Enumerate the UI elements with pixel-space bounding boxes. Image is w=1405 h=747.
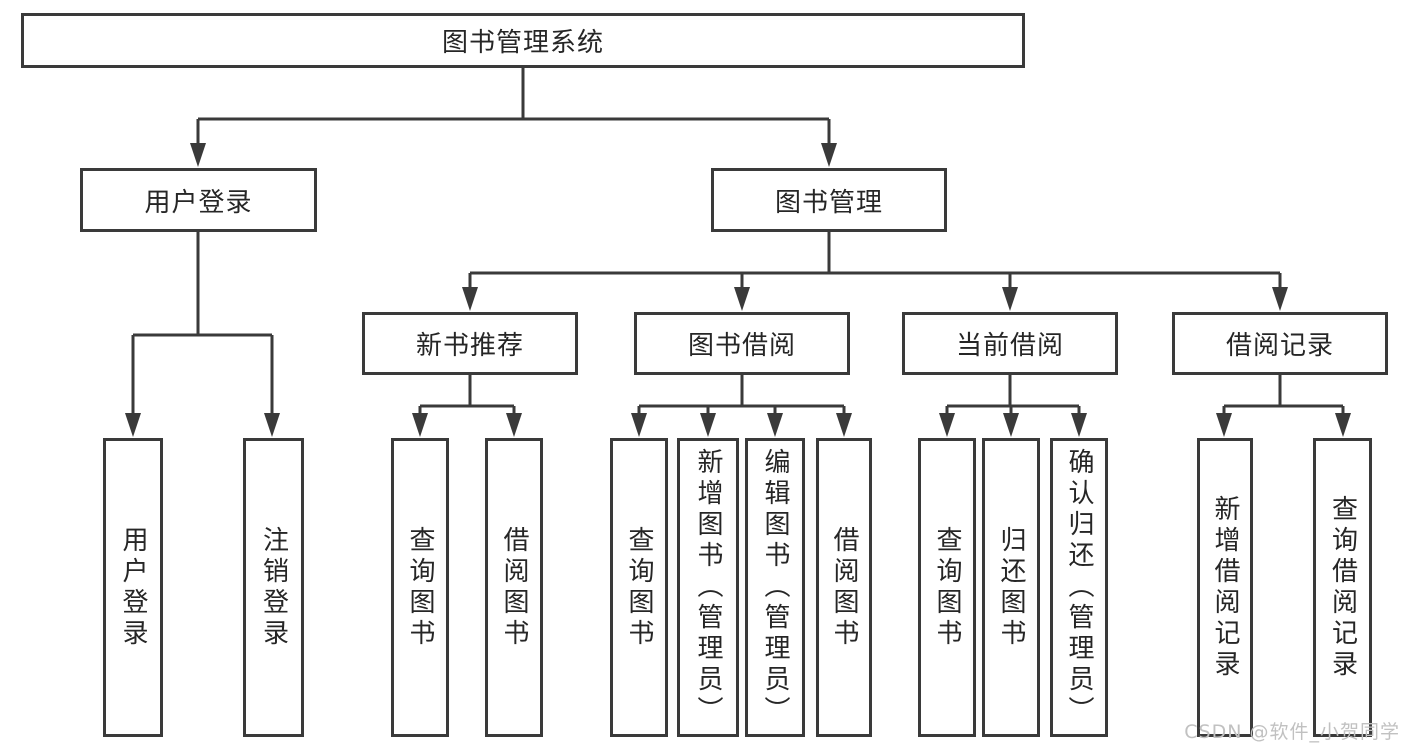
leaf-newbook-query: 查询图书 xyxy=(391,438,449,737)
tree-edges xyxy=(131,68,1345,414)
leaf-current-query: 查询图书 xyxy=(918,438,976,737)
node-book-management: 图书管理 xyxy=(711,168,947,232)
node-root-label: 图书管理系统 xyxy=(441,28,604,58)
leaf-current-confirm: 确认归还（管理员） xyxy=(1050,438,1108,737)
leaf-borrow-add-label: 新增图书（管理员） xyxy=(693,448,723,727)
node-user-login-label: 用户登录 xyxy=(144,187,253,218)
leaf-logout-label: 注销登录 xyxy=(258,525,289,650)
arrowhead-icons xyxy=(125,143,1351,437)
leaf-newbook-borrow: 借阅图书 xyxy=(485,438,543,737)
leaf-current-query-label: 查询图书 xyxy=(932,525,962,650)
node-current-borrow-label: 当前借阅 xyxy=(955,331,1064,361)
leaf-borrow-edit-label: 编辑图书（管理员） xyxy=(760,448,790,727)
leaf-current-confirm-label: 确认归还（管理员） xyxy=(1064,448,1094,727)
leaf-newbook-borrow-label: 借阅图书 xyxy=(499,525,529,650)
leaf-current-return: 归还图书 xyxy=(982,438,1040,737)
node-user-login: 用户登录 xyxy=(80,168,317,232)
leaf-borrow-add: 新增图书（管理员） xyxy=(677,438,739,737)
node-current-borrow: 当前借阅 xyxy=(902,312,1118,375)
leaf-borrow-borrow-label: 借阅图书 xyxy=(829,525,859,650)
leaf-record-add: 新增借阅记录 xyxy=(1197,438,1253,737)
node-new-book-recommend: 新书推荐 xyxy=(362,312,578,375)
leaf-record-query-label: 查询借阅记录 xyxy=(1327,494,1358,681)
leaf-borrow-query-label: 查询图书 xyxy=(624,525,654,650)
node-book-borrow: 图书借阅 xyxy=(634,312,850,375)
leaf-current-return-label: 归还图书 xyxy=(996,525,1026,650)
leaf-borrow-query: 查询图书 xyxy=(610,438,668,737)
node-new-book-recommend-label: 新书推荐 xyxy=(415,331,524,361)
leaf-borrow-borrow: 借阅图书 xyxy=(816,438,872,737)
leaf-borrow-edit: 编辑图书（管理员） xyxy=(745,438,805,737)
node-book-management-label: 图书管理 xyxy=(774,187,883,218)
leaf-newbook-query-label: 查询图书 xyxy=(405,525,435,650)
leaf-record-query: 查询借阅记录 xyxy=(1313,438,1372,737)
node-root: 图书管理系统 xyxy=(21,13,1025,68)
node-borrow-record: 借阅记录 xyxy=(1172,312,1388,375)
csdn-watermark: CSDN @软件_小贺同学 xyxy=(1184,721,1400,743)
leaf-user-login: 用户登录 xyxy=(103,438,163,737)
leaf-user-login-label: 用户登录 xyxy=(118,525,148,650)
leaf-record-add-label: 新增借阅记录 xyxy=(1210,494,1240,681)
node-book-borrow-label: 图书借阅 xyxy=(687,331,796,361)
leaf-logout: 注销登录 xyxy=(243,438,304,737)
node-borrow-record-label: 借阅记录 xyxy=(1225,331,1334,361)
